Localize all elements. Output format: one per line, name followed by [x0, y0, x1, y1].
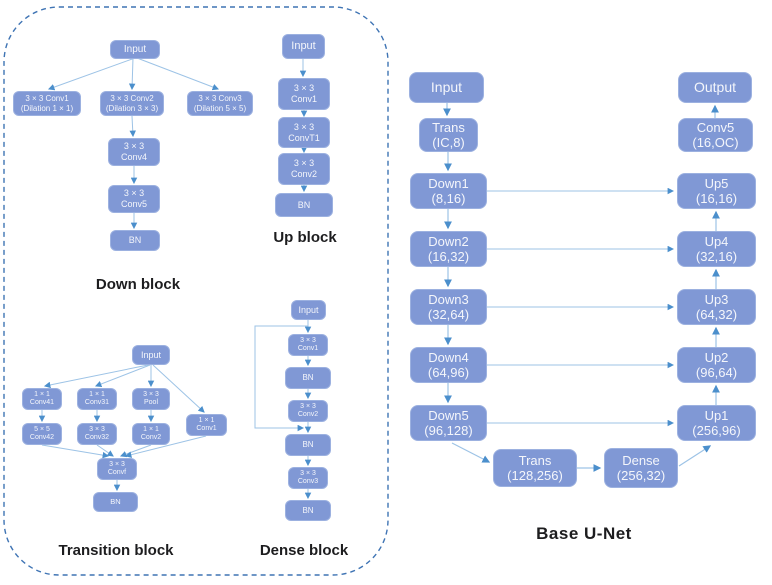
dense-block-caption: Dense block: [259, 542, 349, 559]
transition-block-bn-node: BN: [93, 492, 138, 512]
transition-block-pool-node: 3 × 3 Pool: [132, 388, 170, 410]
dense-block-bn2-node: BN: [285, 434, 331, 456]
unet-up1-node: Up1 (256,96): [677, 405, 756, 441]
down-block-conv1-node: 3 × 3 Conv1 (Dilation 1 × 1): [13, 91, 81, 116]
unet-trans-node: Trans (IC,8): [419, 118, 478, 152]
unet-up5-node: Up5 (16,16): [677, 173, 756, 209]
transition-block-conv1-node: 1 × 1 Conv1: [186, 414, 227, 436]
dense-block-conv2-node: 3 × 3 Conv2: [288, 400, 328, 422]
dense-block-input-node: Input: [291, 300, 326, 320]
down-block-caption: Down block: [95, 276, 181, 293]
transition-block-conv42-node: 5 × 5 Conv42: [22, 423, 62, 445]
down-block-conv3-node: 3 × 3 Conv3 (Dilation 5 × 5): [187, 91, 253, 116]
unet-down1-node: Down1 (8,16): [410, 173, 487, 209]
unet-bottleneck-dense-node: Dense (256,32): [604, 448, 678, 488]
transition-block-convf-node: 3 × 3 Convf: [97, 458, 137, 480]
unet-conv5-node: Conv5 (16,OC): [678, 118, 753, 152]
dense-block-conv1-node: 3 × 3 Conv1: [288, 334, 328, 356]
unet-input-node: Input: [409, 72, 484, 103]
up-block-bn-node: BN: [275, 193, 333, 217]
dense-block-bn1-node: BN: [285, 367, 331, 389]
down-block-conv4-node: 3 × 3 Conv4: [108, 138, 160, 166]
down-block-input-node: Input: [110, 40, 160, 59]
unet-caption: Base U-Net: [536, 524, 632, 543]
down-block-conv5-node: 3 × 3 Conv5: [108, 185, 160, 213]
dense-block-conv3-node: 3 × 3 Conv3: [288, 467, 328, 489]
transition-block-conv41-node: 1 × 1 Conv41: [22, 388, 62, 410]
up-block-caption: Up block: [273, 229, 337, 246]
up-block-conv2-node: 3 × 3 Conv2: [278, 153, 330, 185]
transition-block-conv32-node: 3 × 3 Conv32: [77, 423, 117, 445]
transition-block-conv31-node: 1 × 1 Conv31: [77, 388, 117, 410]
up-block-convt1-node: 3 × 3 ConvT1: [278, 117, 330, 148]
unet-skip-arrows: [487, 187, 675, 427]
unet-up3-node: Up3 (64,32): [677, 289, 756, 325]
unet-down5-node: Down5 (96,128): [410, 405, 487, 441]
unet-down3-node: Down3 (32,64): [410, 289, 487, 325]
unet-up2-node: Up2 (96,64): [677, 347, 756, 383]
up-block-input-node: Input: [282, 34, 325, 59]
unet-down2-node: Down2 (16,32): [410, 231, 487, 267]
dense-block-bn3-node: BN: [285, 500, 331, 521]
unet-up4-node: Up4 (32,16): [677, 231, 756, 267]
transition-block-caption: Transition block: [58, 542, 174, 559]
down-block-conv2-node: 3 × 3 Conv2 (Dilation 3 × 3): [100, 91, 164, 116]
transition-block-conv2-node: 1 × 1 Conv2: [132, 423, 170, 445]
down-block-bn-node: BN: [110, 230, 160, 251]
unet-down4-node: Down4 (64,96): [410, 347, 487, 383]
up-block-conv1-node: 3 × 3 Conv1: [278, 78, 330, 110]
unet-bottleneck-trans-node: Trans (128,256): [493, 449, 577, 487]
transition-block-input-node: Input: [132, 345, 170, 365]
unet-output-node: Output: [678, 72, 752, 103]
